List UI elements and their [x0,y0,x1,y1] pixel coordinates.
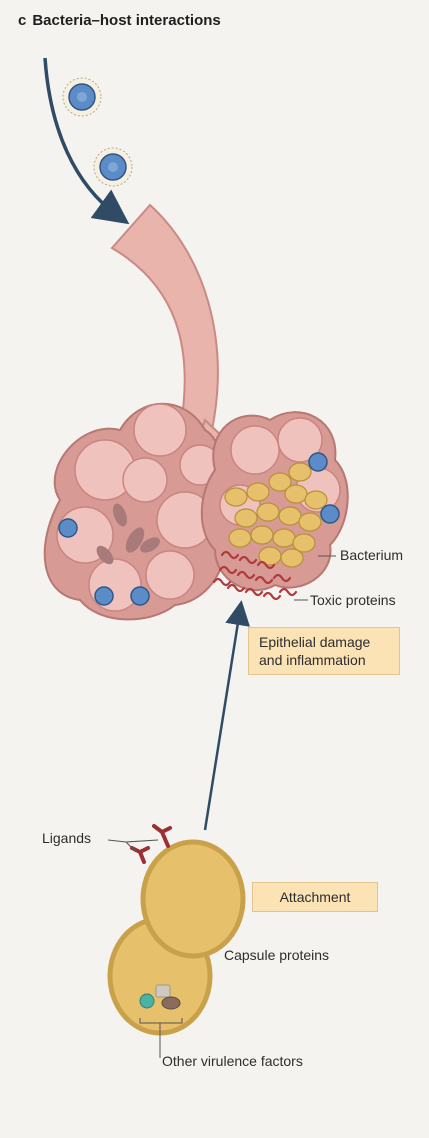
panel-title: c Bacteria–host interactions [18,12,221,29]
virus-icon [309,453,327,471]
damage-line-1: Epithelial damage [259,633,389,651]
panel-title-text: Bacteria–host interactions [32,12,220,29]
virus-icon [59,519,77,537]
virus-icon [95,587,113,605]
damage-line-2: and inflammation [259,651,389,669]
capsule-proteins-label: Capsule proteins [224,947,329,963]
attachment-box: Attachment [252,882,378,912]
virus-icon [131,587,149,605]
ligands-leader-branch [126,842,136,852]
damage-box: Epithelial damage and inflammation [248,627,400,675]
upward-arrow [205,610,240,830]
ligands-label: Ligands [42,830,91,846]
bacterium-label: Bacterium [340,547,403,563]
toxic-proteins-label: Toxic proteins [310,592,396,608]
virus-icon [321,505,339,523]
panel-letter: c [18,12,26,29]
ligands-leader [108,840,158,842]
virulence-factors-label: Other virulence factors [162,1053,303,1069]
virus-icon [94,148,132,186]
alveoli-left [45,404,226,620]
virus-icon [63,78,101,116]
